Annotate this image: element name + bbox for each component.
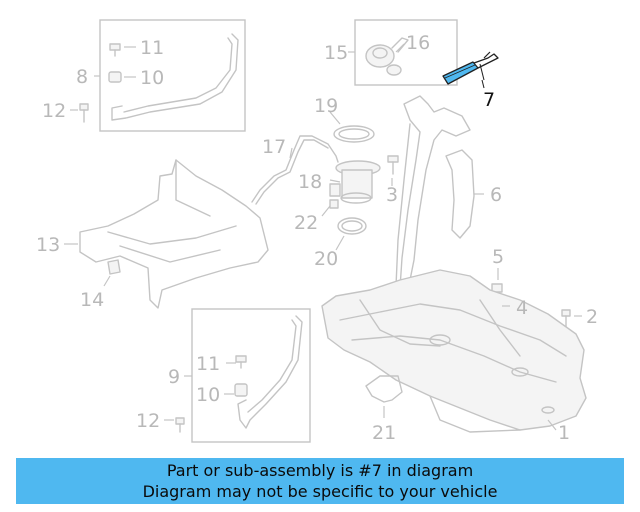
bolt-3	[387, 155, 399, 175]
fuel-tank-1-port-a	[429, 334, 451, 346]
callout-21: 21	[372, 422, 396, 444]
nut-22	[329, 199, 339, 209]
callout-2: 2	[586, 306, 598, 328]
callout-12-lower: 12	[136, 410, 160, 432]
seal-20	[337, 217, 367, 235]
highlighted-part-7[interactable]	[442, 51, 499, 85]
banner-line-1: Part or sub-assembly is #7 in diagram	[166, 461, 474, 480]
clip-14	[107, 259, 121, 275]
callout-11-lower: 11	[196, 353, 220, 375]
fuel-tank-strap-lower-inner	[247, 319, 297, 413]
callout-15: 15	[324, 42, 348, 64]
group-9-box	[191, 308, 311, 443]
callout-9: 9	[168, 366, 180, 388]
bolt-12-lower	[175, 417, 185, 433]
callout-8: 8	[76, 66, 88, 88]
bolt-11-lower	[235, 355, 247, 369]
group-8-box	[99, 19, 246, 132]
nut-10-lower	[234, 383, 248, 397]
filler-cap-15	[354, 19, 458, 86]
lock-ring-19	[333, 125, 375, 143]
lock-ring-19-inner	[338, 128, 370, 140]
callout-10-upper: 10	[140, 67, 164, 89]
callout-19: 19	[314, 95, 338, 117]
heat-shield-13-ribs	[107, 159, 237, 263]
fuel-line-17-b	[255, 139, 329, 205]
callout-6: 6	[490, 184, 502, 206]
callout-20: 20	[314, 248, 338, 270]
callout-12-upper: 12	[42, 100, 66, 122]
callout-22: 22	[294, 212, 318, 234]
fuel-tank-1-port-b	[511, 367, 529, 377]
heat-shield-13	[79, 159, 269, 309]
fuel-tank-1-port-c	[541, 406, 555, 414]
fuel-tank-1	[321, 269, 587, 431]
callout-3: 3	[386, 184, 398, 206]
filler-neck	[399, 95, 471, 291]
bolt-12-upper	[79, 103, 89, 123]
fuel-pump-18	[329, 160, 381, 204]
callout-4: 4	[516, 297, 528, 319]
filler-shield-6	[445, 149, 475, 239]
banner-line-2: Diagram may not be specific to your vehi…	[142, 482, 498, 501]
gasket-16	[386, 64, 402, 76]
leader-lines	[64, 43, 582, 431]
callout-10-lower: 10	[196, 384, 220, 406]
info-banner: Part or sub-assembly is #7 in diagram Di…	[16, 458, 624, 504]
callout-14: 14	[80, 289, 104, 311]
callout-11-upper: 11	[140, 37, 164, 59]
fuel-tank-1-detail	[339, 299, 567, 433]
callout-13: 13	[36, 234, 60, 256]
fuel-tank-strap-lower	[237, 315, 303, 429]
filler-neck-tube	[395, 123, 411, 287]
parts-diagram: 1 2 3 4 5 6 7 8 9 10 10 11 11 12 12 13 1…	[36, 19, 598, 444]
callout-16: 16	[406, 32, 430, 54]
seal-20-inner	[341, 220, 363, 232]
callout-17: 17	[262, 136, 286, 158]
bolt-11-upper	[109, 43, 121, 57]
callout-5: 5	[492, 246, 504, 268]
nut-10-upper	[108, 71, 122, 83]
callout-7: 7	[483, 89, 495, 111]
fuel-tank-strap-upper	[111, 33, 239, 121]
fuel-line-17	[251, 135, 339, 203]
callout-18: 18	[298, 171, 322, 193]
bracket-21	[365, 375, 403, 403]
fuel-tank-strap-upper-inner	[123, 37, 233, 113]
callout-1: 1	[558, 422, 570, 444]
